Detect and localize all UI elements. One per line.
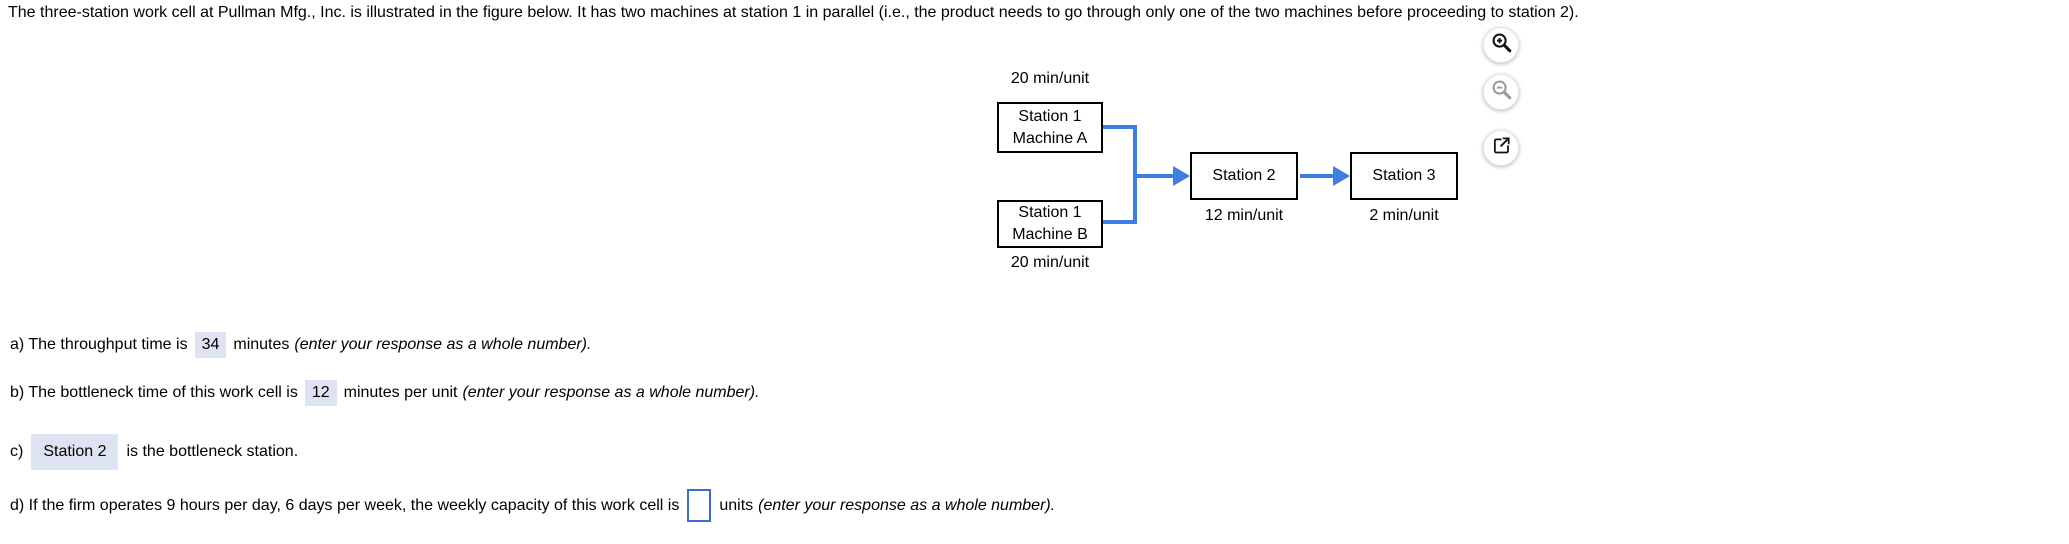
connector-machine-a [1103,125,1137,129]
question-d-text: d) If the firm operates 9 hours per day,… [10,496,680,514]
open-in-new-window-button[interactable] [1483,130,1519,166]
machine-a-rate-label: 20 min/unit [1010,70,1090,87]
question-a: a) The throughput time is 34 minutes (en… [10,332,591,358]
station1-machine-b-line1: Station 1 [1018,204,1082,221]
question-b-text: b) The bottleneck time of this work cell… [10,384,298,401]
question-b: b) The bottleneck time of this work cell… [10,380,760,406]
station1-machine-b-box: Station 1 Machine B [997,200,1103,248]
station3-box: Station 3 [1350,152,1458,200]
station2-box: Station 2 [1190,152,1298,200]
question-d-answer-input[interactable] [687,489,712,522]
question-b-answer-field[interactable]: 12 [304,380,337,406]
connector-machine-b [1103,220,1137,224]
question-c-suffix: is the bottleneck station. [126,443,299,460]
question-c-text: c) [10,443,24,460]
question-a-answer-field[interactable]: 34 [194,332,227,358]
question-d-note: (enter your response as a whole number). [758,496,1056,514]
question-c: c) Station 2 is the bottleneck station. [10,434,298,470]
station3-rate-label: 2 min/unit [1369,207,1439,224]
problem-statement: The three-station work cell at Pullman M… [8,4,1579,21]
question-c-answer-dropdown[interactable]: Station 2 [31,434,119,470]
question-b-units: minutes per unit [343,384,458,401]
station1-machine-a-box: Station 1 Machine A [997,102,1103,153]
station3-label: Station 3 [1372,167,1436,184]
zoom-in-icon [1490,31,1513,59]
zoom-in-button[interactable] [1483,27,1519,63]
question-d: d) If the firm operates 9 hours per day,… [10,489,1055,522]
station1-machine-a-line1: Station 1 [1018,107,1082,125]
question-a-units: minutes [233,336,290,353]
open-in-new-window-icon [1491,135,1512,161]
arrow-to-station2-head [1173,166,1190,186]
question-a-note: (enter your response as a whole number). [294,336,592,353]
station1-machine-a-line2: Machine A [1012,129,1088,147]
machine-b-rate-label: 20 min/unit [1010,254,1090,271]
arrow-to-station2-line [1137,174,1175,178]
station2-label: Station 2 [1212,167,1276,184]
station2-rate-label: 12 min/unit [1204,207,1284,224]
arrow-to-station3-line [1300,174,1335,178]
zoom-out-icon [1490,78,1513,106]
station1-machine-b-line2: Machine B [1012,226,1088,243]
question-a-text: a) The throughput time is [10,336,188,353]
arrow-to-station3-head [1333,166,1350,186]
question-b-note: (enter your response as a whole number). [462,384,760,401]
connector-merge-vertical [1133,125,1137,224]
question-d-units: units [719,496,754,514]
zoom-out-button[interactable] [1483,74,1519,110]
